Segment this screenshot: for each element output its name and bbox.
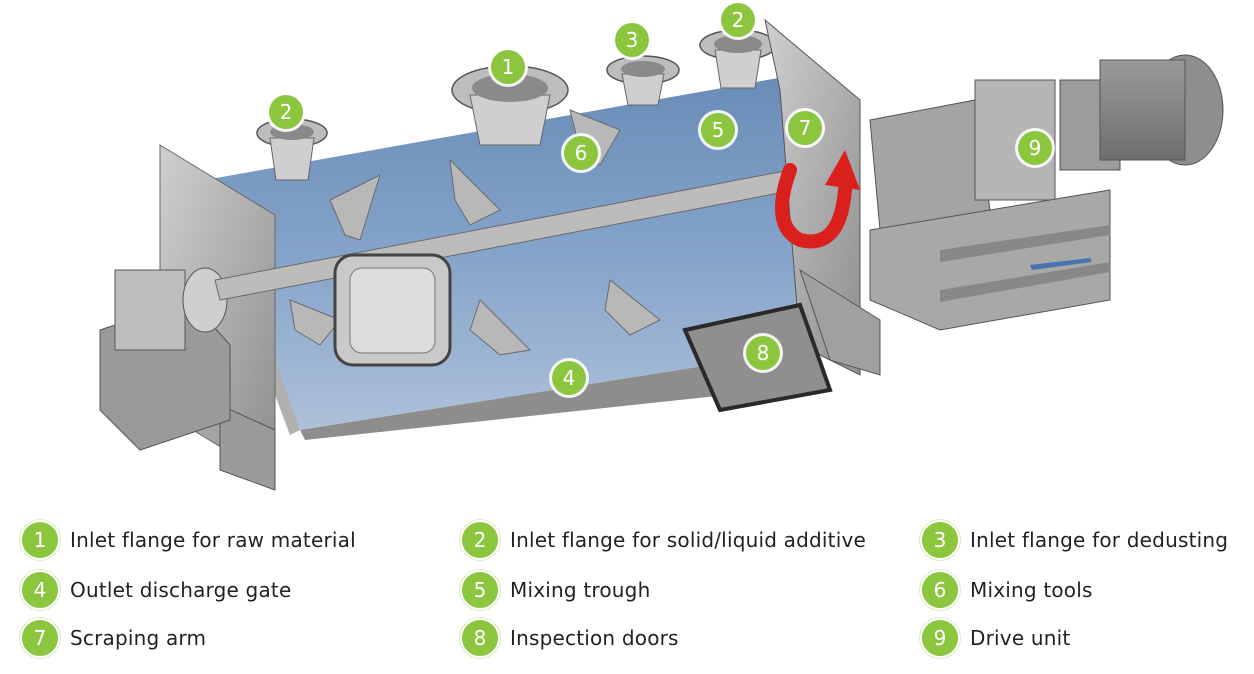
legend: 1 Inlet flange for raw material 2 Inlet … bbox=[0, 505, 1254, 674]
legend-badge: 1 bbox=[20, 520, 60, 560]
legend-item-2: 2 Inlet flange for solid/liquid additive bbox=[460, 520, 866, 560]
mixer-diagram: 1 2 2 3 4 5 6 7 8 9 bbox=[99, 0, 1224, 491]
legend-item-4: 4 Outlet discharge gate bbox=[20, 570, 291, 610]
inlet-flange-2-right bbox=[699, 29, 777, 89]
callout-number: 9 bbox=[1029, 136, 1042, 160]
legend-label: Inlet flange for dedusting bbox=[970, 528, 1229, 552]
legend-label: Scraping arm bbox=[70, 626, 207, 650]
legend-badge: 5 bbox=[460, 570, 500, 610]
callout-badge-7: 7 bbox=[785, 108, 825, 148]
legend-item-8: 8 Inspection doors bbox=[460, 618, 679, 658]
callout-badge-4: 4 bbox=[549, 358, 589, 398]
legend-badge: 8 bbox=[460, 618, 500, 658]
callout-badge-2: 2 bbox=[266, 92, 306, 132]
legend-label: Mixing tools bbox=[970, 578, 1093, 602]
legend-label: Mixing trough bbox=[510, 578, 651, 602]
rotation-arrow-icon bbox=[775, 150, 860, 249]
callout-number: 7 bbox=[799, 116, 812, 140]
callout-layer: 1 2 2 3 4 5 6 7 8 9 bbox=[266, 0, 1055, 398]
legend-item-3: 3 Inlet flange for dedusting bbox=[920, 520, 1228, 560]
legend-badge: 3 bbox=[920, 520, 960, 560]
legend-label: Inlet flange for solid/liquid additive bbox=[510, 528, 867, 552]
legend-badge: 7 bbox=[20, 618, 60, 658]
legend-badge: 6 bbox=[920, 570, 960, 610]
front-inspection-window bbox=[333, 253, 452, 367]
right-end-plate bbox=[764, 18, 881, 376]
legend-item-1: 1 Inlet flange for raw material bbox=[20, 520, 356, 560]
legend-item-6: 6 Mixing tools bbox=[920, 570, 1093, 610]
callout-number: 4 bbox=[563, 366, 576, 390]
callout-badge-6: 6 bbox=[561, 133, 601, 173]
callout-number: 8 bbox=[757, 341, 770, 365]
callout-badge-2: 2 bbox=[718, 0, 758, 40]
callout-badge-3: 3 bbox=[612, 20, 652, 60]
left-bearing-housing bbox=[99, 267, 231, 451]
legend-label: Inlet flange for raw material bbox=[70, 528, 356, 552]
callout-number: 6 bbox=[575, 141, 588, 165]
support-frame bbox=[869, 189, 1111, 331]
callout-number: 3 bbox=[626, 28, 639, 52]
legend-label: Inspection doors bbox=[510, 626, 679, 650]
callout-badge-5: 5 bbox=[698, 110, 738, 150]
legend-badge: 4 bbox=[20, 570, 60, 610]
legend-badge: 9 bbox=[920, 618, 960, 658]
callout-badge-1: 1 bbox=[488, 47, 528, 87]
inlet-flange-1 bbox=[451, 65, 569, 146]
callout-badge-9: 9 bbox=[1015, 128, 1055, 168]
legend-label: Outlet discharge gate bbox=[70, 578, 292, 602]
legend-label: Drive unit bbox=[970, 626, 1071, 650]
callout-number: 2 bbox=[732, 8, 745, 32]
legend-badge: 2 bbox=[460, 520, 500, 560]
callout-number: 5 bbox=[712, 118, 725, 142]
legend-item-7: 7 Scraping arm bbox=[20, 618, 206, 658]
legend-item-9: 9 Drive unit bbox=[920, 618, 1070, 658]
callout-number: 2 bbox=[280, 100, 293, 124]
legend-item-5: 5 Mixing trough bbox=[460, 570, 650, 610]
callout-badge-8: 8 bbox=[743, 333, 783, 373]
callout-number: 1 bbox=[502, 55, 515, 79]
